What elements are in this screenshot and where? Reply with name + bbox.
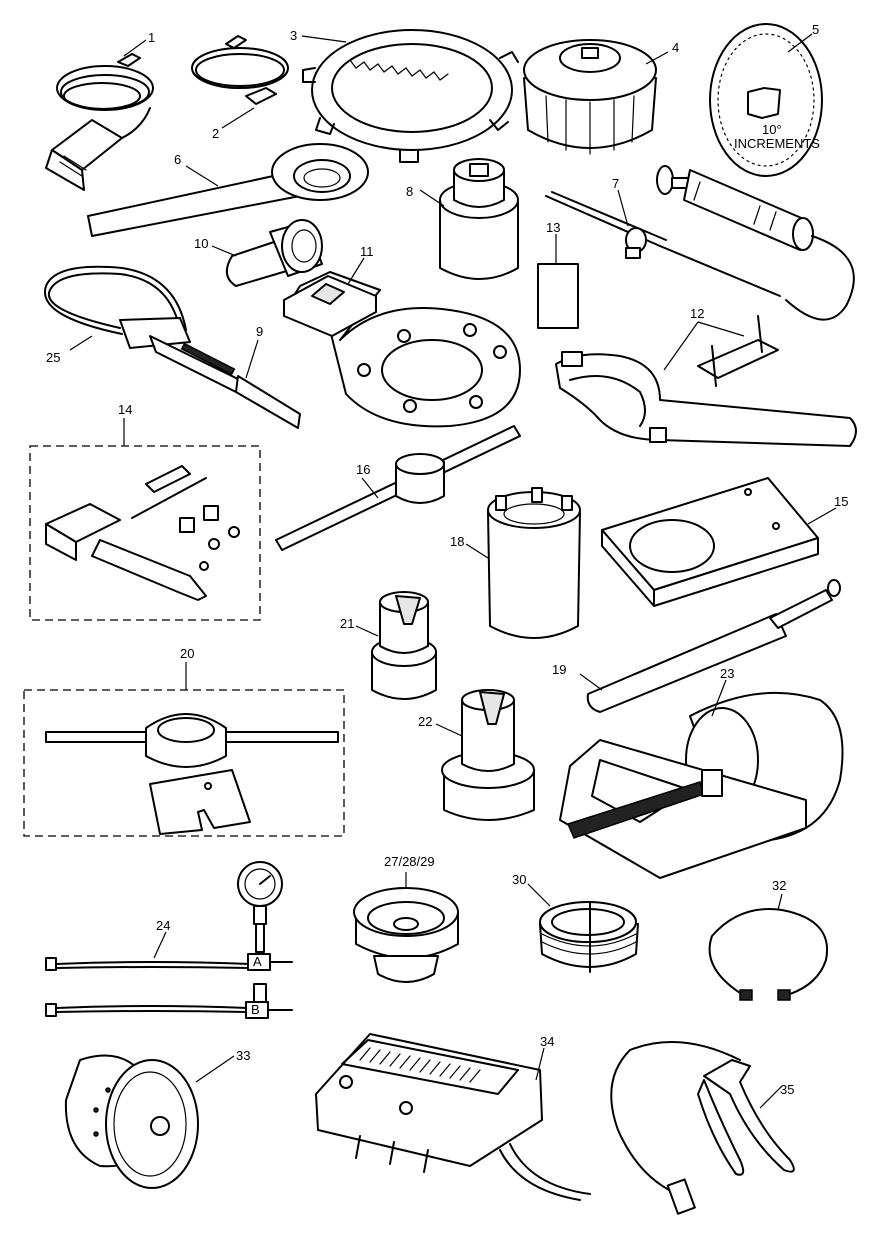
gauge-port-label-a: A (253, 954, 262, 969)
battery-charger-tool (315, 1033, 591, 1201)
callout-14: 14 (118, 402, 132, 446)
pack-item (537, 263, 579, 329)
callout-35: 35 (759, 1082, 794, 1109)
drum-tool (64, 1054, 199, 1189)
c-spanner-tool (555, 315, 857, 447)
callout-label-12: 12 (690, 306, 704, 321)
callout-label-4: 4 (672, 40, 679, 55)
holder-bar-tool (275, 425, 521, 551)
callout-9: 9 (245, 324, 263, 379)
callout-3: 3 (290, 28, 347, 43)
callout-label-22: 22 (418, 714, 432, 729)
callout-18: 18 (450, 534, 489, 559)
callout-label-33: 33 (236, 1048, 250, 1063)
template-plate-tool (601, 477, 819, 607)
hose-clamp-pliers-tool (610, 1041, 795, 1215)
callout-label-32: 32 (772, 878, 786, 893)
gauge-port-label-b: B (251, 1002, 260, 1017)
stepped-drift-21 (371, 591, 437, 700)
callout-30: 30 (512, 872, 551, 907)
kit-box-20 (23, 689, 345, 837)
callout-label-10: 10 (194, 236, 208, 251)
callout-2: 2 (212, 107, 255, 141)
oil-filter-wrench-tool (523, 39, 657, 155)
callout-8: 8 (406, 184, 445, 207)
strap-wrench-tool (43, 265, 301, 429)
callout-13: 13 (546, 220, 560, 264)
callout-10: 10 (194, 236, 237, 257)
vacuum-syringe-tool (545, 165, 855, 321)
callout-label-2: 2 (212, 126, 219, 141)
callout-21: 21 (340, 616, 379, 637)
callout-33: 33 (195, 1048, 250, 1083)
callout-label-19: 19 (552, 662, 566, 677)
test-lead-tool (708, 908, 828, 1001)
connection-cable-tool (191, 35, 289, 105)
callout-label-34: 34 (540, 1034, 554, 1049)
callout-label-25: 25 (46, 350, 60, 365)
callout-23: 23 (711, 666, 734, 717)
holding-wrench-tool (87, 143, 369, 237)
degree-disc-tool: 10° INCREMENTS (709, 23, 823, 177)
callout-25: 25 (46, 335, 93, 365)
callout-24: 24 (153, 918, 170, 959)
callout-label-14: 14 (118, 402, 132, 417)
callout-16: 16 (356, 462, 379, 499)
drift-rod-tool (586, 579, 841, 713)
castellated-socket-tool (487, 487, 581, 639)
callout-label-35: 35 (780, 1082, 794, 1097)
callout-label-3: 3 (290, 28, 297, 43)
kit-14-tool (45, 465, 240, 601)
callout-27-28-29: 27/28/29 (384, 854, 435, 888)
callout-11: 11 (347, 244, 374, 285)
callout-20: 20 (180, 646, 194, 690)
pressure-gauge-tool: A B (45, 861, 293, 1019)
protractor-label-line1: 10° (762, 122, 782, 137)
clutch-ring-tool (302, 29, 519, 163)
callout-label-13: 13 (546, 220, 560, 235)
callout-6: 6 (174, 152, 219, 187)
bearing-puller-tool (559, 691, 844, 879)
drift-adapter-tool (225, 219, 323, 287)
callout-32: 32 (772, 878, 786, 911)
callout-label-15: 15 (834, 494, 848, 509)
callout-5: 5 (787, 22, 819, 53)
callout-label-1: 1 (148, 30, 155, 45)
kit-box-14 (29, 445, 261, 621)
die-holder-tool (45, 713, 339, 835)
callout-label-9: 9 (256, 324, 263, 339)
callout-22: 22 (418, 714, 463, 737)
callout-1: 1 (123, 30, 155, 57)
installer-sleeve-tool (353, 887, 459, 983)
callout-label-23: 23 (720, 666, 734, 681)
callout-7: 7 (612, 176, 629, 227)
callout-label-30: 30 (512, 872, 526, 887)
callout-19: 19 (552, 662, 603, 691)
socket-tool (439, 158, 519, 280)
callout-label-11: 11 (360, 244, 374, 259)
callout-label-21: 21 (340, 616, 354, 631)
split-collar-tool (539, 901, 639, 973)
callout-4: 4 (645, 40, 679, 65)
callout-label-24: 24 (156, 918, 170, 933)
callout-15: 15 (807, 494, 848, 525)
callout-label-7: 7 (612, 176, 619, 191)
callout-34: 34 (535, 1034, 554, 1081)
stepped-drift-22 (441, 689, 535, 821)
callout-label-18: 18 (450, 534, 464, 549)
protractor-label-line2: INCREMENTS (734, 136, 820, 151)
callout-label-8: 8 (406, 184, 413, 199)
locking-plate-tool (283, 271, 521, 428)
callout-label-6: 6 (174, 152, 181, 167)
callout-label-5: 5 (812, 22, 819, 37)
callout-12: 12 (663, 306, 745, 371)
callout-label-27-28-29: 27/28/29 (384, 854, 435, 869)
callout-label-20: 20 (180, 646, 194, 661)
callout-label-16: 16 (356, 462, 370, 477)
diagnostic-cable-tool (45, 53, 154, 191)
